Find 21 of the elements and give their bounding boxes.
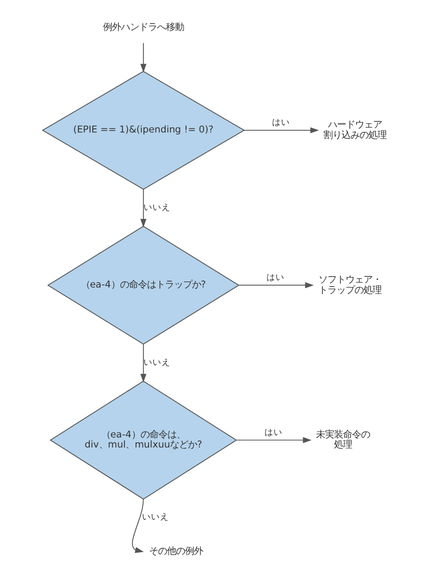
edge-label: いいえ [143, 358, 170, 368]
arrow [243, 127, 318, 134]
arrow [140, 188, 146, 228]
node-text: ソフトウェア・トラップの処理 [318, 274, 381, 296]
arrow [140, 42, 146, 72]
arrow [131, 498, 144, 554]
node-text: ハードウェア割り込みの処理 [323, 120, 386, 141]
edge-label: はい [272, 118, 290, 128]
arrow [236, 437, 312, 444]
edge-label: いいえ [143, 202, 170, 213]
edge-label: はい [266, 273, 284, 284]
edge-label: はい [264, 428, 282, 438]
node-text: 例外ハンドラへ移動 [102, 22, 184, 33]
node-diamond: (EPIE == 1)&(ipending != 0)? [41, 70, 244, 190]
node-diamond: （ea-4）の命令はトラップか? [46, 226, 240, 345]
arrow [140, 344, 146, 382]
node-diamond: （ea-4）の命令は、div、mul、mulxuuなどか? [49, 380, 237, 500]
edge-label: いいえ [141, 512, 168, 523]
arrow [238, 282, 314, 288]
node-text: その他の例外 [148, 546, 203, 557]
node-text: 未実装命令の処理 [316, 429, 370, 451]
